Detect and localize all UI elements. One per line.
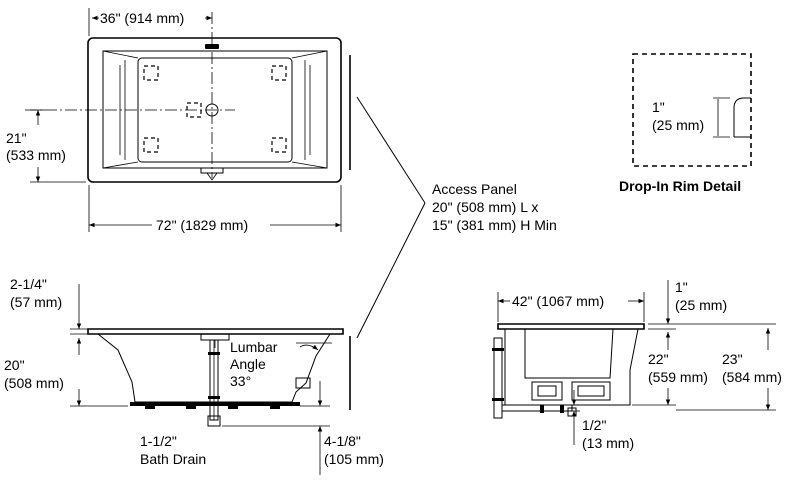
access-panel-height: 15" (381 mm) H Min	[432, 217, 557, 233]
rim-detail-dim-mm: (25 mm)	[652, 117, 704, 133]
end-view-half-dim-in: 1/2"	[582, 417, 606, 433]
lumbar-angle-value: 33°	[230, 373, 251, 389]
pump-motor-icon	[531, 381, 563, 401]
side-view-height-dim-mm: (508 mm)	[4, 375, 64, 391]
end-view-rim-dim-in: 1"	[675, 279, 688, 295]
pump-icon	[295, 377, 311, 389]
supply-pipe	[493, 337, 503, 419]
side-view-rim	[87, 328, 344, 335]
rim-detail-frame	[632, 53, 752, 167]
leader-line	[356, 96, 426, 204]
end-view: 42" (1067 mm) 1" (25 mm) 22" (559 mm) 23…	[492, 279, 782, 451]
side-view: 2-1/4" (57 mm) 20" (508 mm) Lumbar Angle…	[4, 276, 384, 475]
top-view: 36" (914 mm) 21" (533 mm) 72" (1829 mm)	[6, 8, 351, 233]
end-view-23-dim-in: 23"	[722, 351, 743, 367]
side-view-rim-dim-in: 2-1/4"	[10, 276, 47, 292]
end-view-rim	[497, 323, 645, 330]
leader-line	[356, 202, 426, 339]
side-view-base	[130, 402, 300, 406]
jet-icon	[143, 65, 159, 81]
overflow-icon	[205, 44, 219, 49]
top-view-height-dimension-mm: (533 mm)	[6, 147, 66, 163]
rim-detail-dim-in: 1"	[652, 99, 665, 115]
jet-icon	[271, 137, 287, 153]
rim-detail-title: Drop-In Rim Detail	[619, 178, 741, 194]
drain-depth-dim-mm: (105 mm)	[324, 451, 384, 467]
end-view-rim-dim-mm: (25 mm)	[675, 297, 727, 313]
end-view-22-dim-mm: (559 mm)	[648, 369, 708, 385]
side-view-rim-dim-mm: (57 mm)	[10, 294, 62, 310]
end-view-width-dimension: 42" (1067 mm)	[512, 293, 604, 309]
end-view-22-dim-in: 22"	[648, 351, 669, 367]
drain-icon	[205, 103, 219, 117]
rim-detail: 1" (25 mm) Drop-In Rim Detail	[619, 53, 752, 194]
drain-trap-icon	[207, 415, 221, 427]
drain-depth-dim-in: 4-1/8"	[324, 433, 361, 449]
jet-icon	[271, 65, 287, 81]
overflow-icon	[200, 333, 230, 341]
side-view-height-dim-in: 20"	[4, 357, 25, 373]
top-view-length-dimension: 72" (1829 mm)	[156, 217, 248, 233]
access-panel-note: Access Panel 20" (508 mm) L x 15" (381 m…	[356, 96, 557, 339]
end-view-shell	[504, 328, 639, 406]
top-view-floor	[137, 57, 293, 163]
heater-icon	[571, 381, 611, 401]
overflow-icon	[200, 167, 224, 174]
end-view-half-dim-mm: (13 mm)	[582, 435, 634, 451]
bath-drain-size: 1-1/2"	[140, 433, 177, 449]
end-view-23-dim-mm: (584 mm)	[722, 369, 782, 385]
bath-drain-label: Bath Drain	[140, 451, 206, 467]
top-view-inner-basin	[102, 50, 328, 169]
top-view-width-dimension: 36" (914 mm)	[100, 10, 184, 26]
lumbar-angle-label: Lumbar	[230, 339, 278, 355]
jet-icon	[143, 137, 159, 153]
end-view-inner	[524, 328, 614, 379]
access-panel-title: Access Panel	[432, 181, 517, 197]
access-panel-length: 20" (508 mm) L x	[432, 199, 538, 215]
rim-detail-profile	[733, 97, 751, 137]
top-view-height-dimension-in: 21"	[6, 130, 27, 146]
lumbar-angle-label: Angle	[230, 356, 266, 372]
